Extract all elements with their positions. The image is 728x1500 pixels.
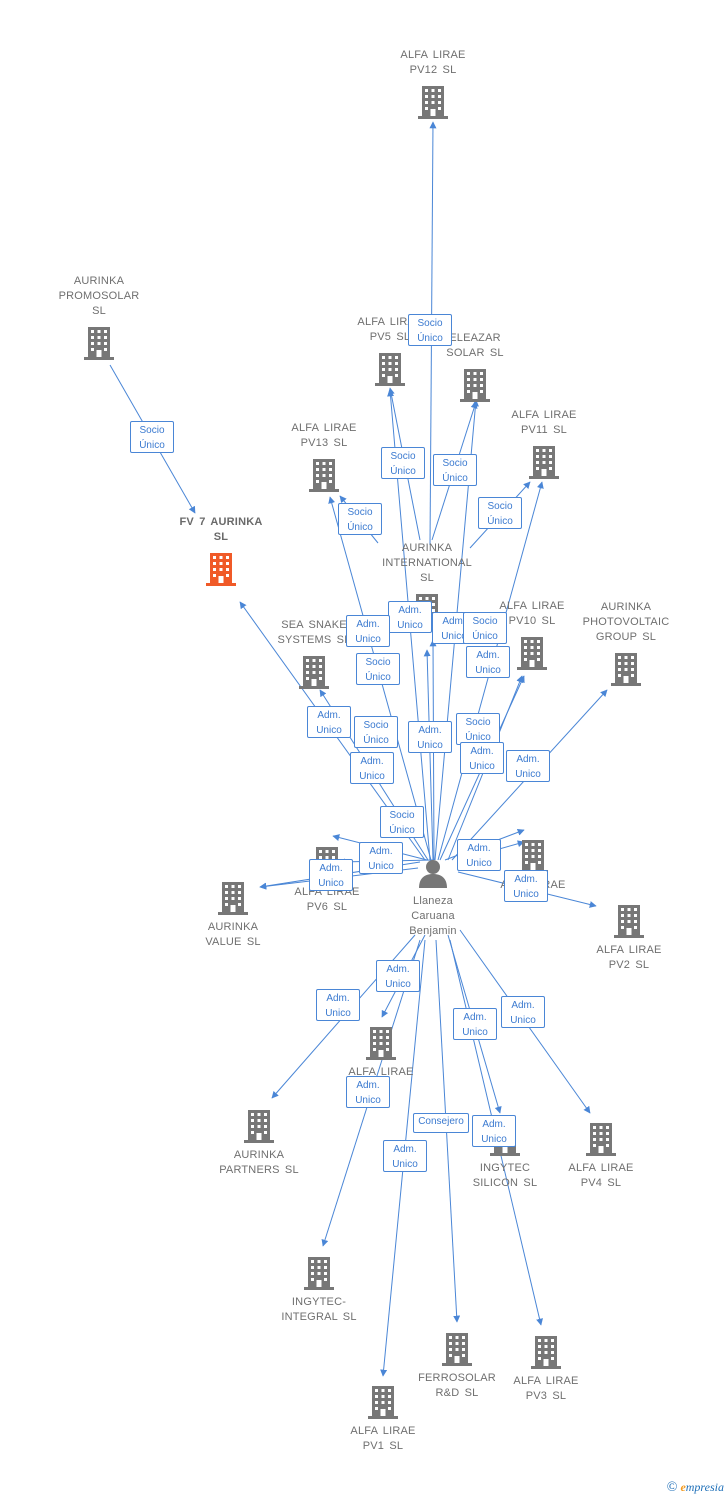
building-icon — [459, 367, 491, 403]
relation-label[interactable]: Consejero — [413, 1113, 469, 1133]
company-label: SEA SNAKE SYSTEMS SL — [277, 619, 351, 646]
company-node-promosolar[interactable]: AURINKA PROMOSOLAR SL — [24, 274, 174, 361]
company-label: ALFA LIRAE PV10 SL — [499, 600, 565, 627]
brand-logo-initial: e — [680, 1480, 686, 1494]
company-label: ALFA LIRAE PV13 SL — [291, 422, 357, 449]
relation-label[interactable]: Socio Único — [433, 454, 477, 486]
relation-label[interactable]: Socio Único — [456, 713, 500, 745]
relation-label[interactable]: Adm. Unico — [376, 960, 420, 992]
company-label: AURINKA PARTNERS SL — [219, 1149, 299, 1176]
copyright: © empresia — [667, 1480, 724, 1496]
company-node-partners[interactable]: AURINKA PARTNERS SL — [184, 1108, 334, 1178]
copyright-symbol: © — [666, 1480, 678, 1495]
relation-label[interactable]: Socio Único — [130, 421, 174, 453]
relation-label[interactable]: Adm. Unico — [359, 842, 403, 874]
person-label: Llaneza Caruana Benjamin — [409, 895, 457, 937]
building-icon — [610, 651, 642, 687]
building-icon — [205, 551, 237, 587]
company-label: ALFA LIRAE PV1 SL — [350, 1425, 416, 1452]
company-label: AURINKA INTERNATIONAL SL — [382, 542, 472, 584]
building-icon — [217, 880, 249, 916]
company-node-pv2[interactable]: ALFA LIRAE PV2 SL — [554, 903, 704, 973]
building-icon — [308, 457, 340, 493]
company-label: ALFA LIRAE PV12 SL — [400, 49, 466, 76]
relation-label[interactable]: Adm. Unico — [453, 1008, 497, 1040]
relation-label[interactable]: Socio Único — [381, 447, 425, 479]
relation-label[interactable]: Socio Único — [408, 314, 452, 346]
company-label: ALFA LIRAE PV4 SL — [568, 1162, 634, 1189]
relation-label[interactable]: Socio Único — [478, 497, 522, 529]
company-node-fv7[interactable]: FV 7 AURINKA SL — [146, 515, 296, 587]
company-node-integral[interactable]: INGYTEC-INTEGRAL SL — [244, 1255, 394, 1325]
building-icon — [365, 1025, 397, 1061]
building-icon — [528, 444, 560, 480]
company-label: ELEAZAR SOLAR SL — [446, 332, 504, 359]
building-icon — [303, 1255, 335, 1291]
relation-label[interactable]: Socio Único — [354, 716, 398, 748]
company-label: INGYTEC-INTEGRAL SL — [281, 1296, 357, 1323]
company-label: FV 7 AURINKA SL — [179, 516, 263, 543]
company-node-pv13[interactable]: ALFA LIRAE PV13 SL — [249, 421, 399, 493]
building-icon — [516, 635, 548, 671]
relation-label[interactable]: Adm. Unico — [460, 742, 504, 774]
building-icon — [417, 84, 449, 120]
company-node-value[interactable]: AURINKA VALUE SL — [158, 880, 308, 950]
company-node-pv10[interactable]: ALFA LIRAE PV10 SL — [457, 599, 607, 671]
relation-label[interactable]: Adm. Unico — [501, 996, 545, 1028]
company-node-pv4[interactable]: ALFA LIRAE PV4 SL — [526, 1121, 676, 1191]
company-node-pv11[interactable]: ALFA LIRAE PV11 SL — [469, 408, 619, 480]
relation-label[interactable]: Adm. Unico — [472, 1115, 516, 1147]
company-node-ferrosolar[interactable]: FERROSOLAR R&D SL — [382, 1331, 532, 1401]
company-node-eleazar[interactable]: ELEAZAR SOLAR SL — [400, 331, 550, 403]
building-icon — [83, 325, 115, 361]
relation-label[interactable]: Adm. Unico — [346, 615, 390, 647]
building-icon — [243, 1108, 275, 1144]
company-label: ALFA LIRAE PV3 SL — [513, 1375, 579, 1402]
relation-label[interactable]: Adm. Unico — [466, 646, 510, 678]
company-label: ALFA LIRAE PV11 SL — [511, 409, 577, 436]
relation-label[interactable]: Adm. Unico — [309, 859, 353, 891]
company-label: FERROSOLAR R&D SL — [418, 1372, 496, 1399]
relation-label[interactable]: Adm. Unico — [350, 752, 394, 784]
relation-label[interactable]: Socio Único — [463, 612, 507, 644]
building-icon — [441, 1331, 473, 1367]
building-icon — [585, 1121, 617, 1157]
company-label: AURINKA PHOTOVOLTAIC GROUP SL — [582, 601, 670, 643]
company-node-pv5[interactable]: ALFA LIRAE PV5 SL — [315, 315, 465, 387]
relation-label[interactable]: Socio Único — [356, 653, 400, 685]
relation-label[interactable]: Socio Único — [338, 503, 382, 535]
person-icon — [419, 860, 447, 888]
building-icon — [298, 654, 330, 690]
relation-label[interactable]: Socio Único — [380, 806, 424, 838]
relation-label[interactable]: Adm. Unico — [307, 706, 351, 738]
company-label: ALFA LIRAE PV5 SL — [357, 316, 423, 343]
relation-label[interactable]: Adm. Unico — [346, 1076, 390, 1108]
company-node-pv1[interactable]: ALFA LIRAE PV1 SL — [308, 1384, 458, 1454]
relation-label[interactable]: Adm. Unico — [506, 750, 550, 782]
relation-label[interactable]: Adm. Unico — [316, 989, 360, 1021]
company-node-photovoltaic[interactable]: AURINKA PHOTOVOLTAIC GROUP SL — [551, 600, 701, 687]
company-label: AURINKA PROMOSOLAR SL — [58, 275, 140, 317]
building-icon — [367, 1384, 399, 1420]
company-label: ALFA LIRAE PV2 SL — [596, 944, 662, 971]
relation-label[interactable]: Adm. Unico — [383, 1140, 427, 1172]
relation-label[interactable]: Adm. Unico — [388, 601, 432, 633]
relation-label[interactable]: Adm. Unico — [408, 721, 452, 753]
relation-label[interactable]: Adm. Unico — [457, 839, 501, 871]
relation-edge-person-international — [423, 649, 434, 861]
company-label: AURINKA VALUE SL — [205, 921, 261, 948]
company-label: INGYTEC SILICON SL — [472, 1162, 538, 1189]
building-icon — [530, 1334, 562, 1370]
relation-label[interactable]: Adm. Unico — [504, 870, 548, 902]
company-node-silicon[interactable]: INGYTEC SILICON SL — [430, 1121, 580, 1191]
building-icon — [517, 838, 549, 874]
company-node-seasnake[interactable]: SEA SNAKE SYSTEMS SL — [239, 618, 389, 690]
company-node-pv12[interactable]: ALFA LIRAE PV12 SL — [358, 48, 508, 120]
brand-logo-text: mpresia — [685, 1480, 724, 1494]
company-node-international[interactable]: AURINKA INTERNATIONAL SL — [352, 541, 502, 628]
company-node-pv3[interactable]: ALFA LIRAE PV3 SL — [471, 1334, 621, 1404]
person-node[interactable]: Llaneza Caruana Benjamin — [358, 858, 508, 939]
building-icon — [613, 903, 645, 939]
